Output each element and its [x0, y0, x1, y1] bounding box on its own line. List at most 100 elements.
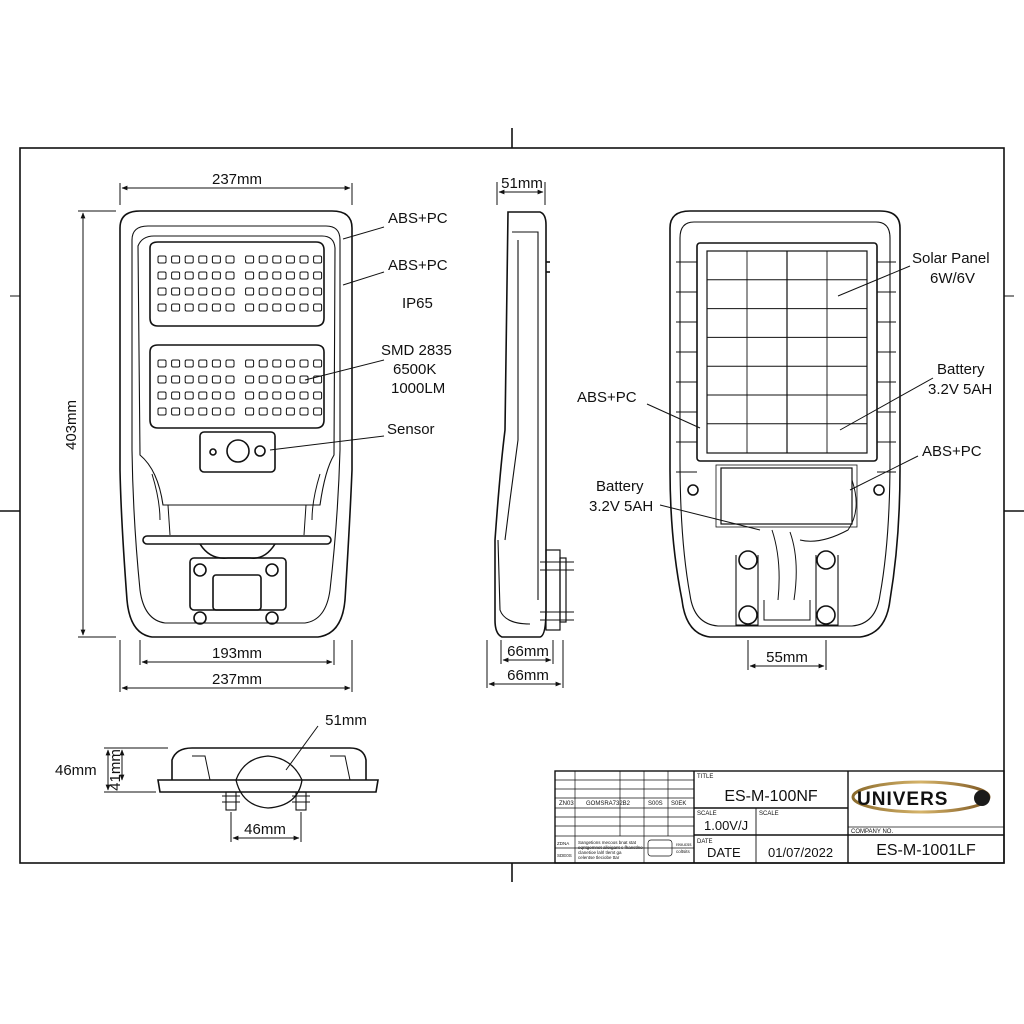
- led-chip: [211, 407, 221, 416]
- led-chip: [198, 391, 208, 400]
- led-chip: [157, 375, 167, 384]
- date-value: 01/07/2022: [768, 845, 833, 860]
- left-battery-spec: 3.2V 5AH: [589, 498, 653, 515]
- bracket-spacing-label: 55mm: [766, 649, 808, 666]
- led-chip: [285, 391, 295, 400]
- title-block: ZN03 GOMSRA732B2 S00S S0EK ZDNA SDE0S Sa…: [554, 770, 1005, 864]
- led-arrays: [157, 255, 323, 416]
- led-spec-line-1: SMD 2835: [381, 342, 452, 359]
- led-chip: [171, 375, 181, 384]
- led-chip: [211, 255, 221, 264]
- date-caption: DATE: [697, 839, 713, 845]
- led-chip: [198, 255, 208, 264]
- bottom-dim-top-label: 51mm: [325, 712, 367, 729]
- led-chip: [184, 375, 194, 384]
- stamp-text-1: rexucss: [676, 842, 692, 847]
- led-chip: [299, 303, 309, 312]
- solar-panel-label: Solar Panel: [912, 250, 990, 267]
- led-chip: [198, 287, 208, 296]
- led-chip: [313, 359, 323, 368]
- led-chip: [211, 359, 221, 368]
- side-profile: [494, 211, 574, 638]
- led-chip: [272, 303, 282, 312]
- led-chip: [313, 303, 323, 312]
- scale-caption-2: SCALE: [759, 811, 779, 817]
- led-chip: [245, 255, 255, 264]
- stamp-text-2: coltsits: [676, 849, 691, 854]
- led-chip: [258, 303, 268, 312]
- side-depth-base-label: 66mm: [507, 643, 549, 660]
- led-chip: [184, 271, 194, 280]
- title-caption: TITLE: [697, 774, 713, 780]
- led-chip: [313, 271, 323, 280]
- scale-value: 1.00V/J: [704, 818, 748, 833]
- scale-caption: SCALE: [697, 811, 717, 817]
- front-inner-width-label: 193mm: [212, 645, 262, 662]
- led-chip: [171, 359, 181, 368]
- led-chip: [225, 391, 235, 400]
- led-chip: [285, 271, 295, 280]
- led-chip: [245, 391, 255, 400]
- side-dimensions: [486, 182, 564, 688]
- led-chip: [245, 375, 255, 384]
- note-text-4: celentse tleciobe ttar: [578, 855, 620, 860]
- led-chip: [285, 359, 295, 368]
- note-row-2: SDE0S: [557, 853, 572, 858]
- drawing-title: ES-M-100NF: [724, 788, 818, 805]
- led-chip: [258, 407, 268, 416]
- led-chip: [299, 255, 309, 264]
- led-chip: [184, 391, 194, 400]
- led-chip: [171, 407, 181, 416]
- led-chip: [258, 287, 268, 296]
- rear-housing-left-label: ABS+PC: [577, 389, 637, 406]
- rear-view: Solar Panel 6W/6V Battery 3.2V 5AH ABS+P…: [577, 210, 992, 670]
- front-housing-side-label: ABS+PC: [388, 257, 448, 274]
- led-chip: [211, 391, 221, 400]
- led-chip: [272, 391, 282, 400]
- led-chip: [313, 391, 323, 400]
- front-leaders: [269, 226, 385, 451]
- led-chip: [299, 287, 309, 296]
- led-chip: [272, 255, 282, 264]
- front-housing-top-label: ABS+PC: [388, 210, 448, 227]
- rev-cell-4: S0EK: [671, 801, 686, 807]
- led-chip: [225, 271, 235, 280]
- led-chip: [171, 271, 181, 280]
- led-chip: [245, 287, 255, 296]
- led-chip: [313, 255, 323, 264]
- led-chip: [211, 287, 221, 296]
- led-chip: [272, 359, 282, 368]
- led-chip: [184, 255, 194, 264]
- led-chip: [245, 359, 255, 368]
- solar-panel-spec: 6W/6V: [930, 270, 975, 287]
- led-chip: [299, 271, 309, 280]
- note-text-2: eqntgemnet alleigant c fhanstlne: [578, 845, 643, 850]
- led-chip: [258, 375, 268, 384]
- led-chip: [245, 407, 255, 416]
- rear-housing-right-label: ABS+PC: [922, 443, 982, 460]
- led-spec-line-3: 1000LM: [391, 380, 445, 397]
- led-chip: [157, 255, 167, 264]
- led-chip: [225, 375, 235, 384]
- front-width-bottom-label: 237mm: [212, 671, 262, 688]
- led-chip: [184, 303, 194, 312]
- sheet-border: [0, 128, 1024, 882]
- led-chip: [171, 287, 181, 296]
- led-chip: [299, 407, 309, 416]
- led-chip: [157, 271, 167, 280]
- rear-battery-label: Battery: [937, 361, 985, 378]
- led-chip: [225, 359, 235, 368]
- led-chip: [171, 303, 181, 312]
- led-chip: [313, 407, 323, 416]
- note-text-1: Sangetions mecoos bnat stat: [578, 840, 637, 845]
- led-chip: [198, 271, 208, 280]
- bottom-height-a-label: 46mm: [55, 762, 97, 779]
- front-view: 237mm 403mm 193mm 237mm ABS+PC ABS+PC IP…: [63, 171, 452, 692]
- date-label: DATE: [707, 845, 741, 860]
- side-view: 51mm 66mm 66mm: [486, 175, 574, 688]
- led-chip: [198, 407, 208, 416]
- led-chip: [211, 303, 221, 312]
- bottom-view: 51mm 46mm 41mm 46mm: [55, 712, 379, 842]
- rear-battery-spec: 3.2V 5AH: [928, 381, 992, 398]
- bottom-profile: [157, 747, 379, 811]
